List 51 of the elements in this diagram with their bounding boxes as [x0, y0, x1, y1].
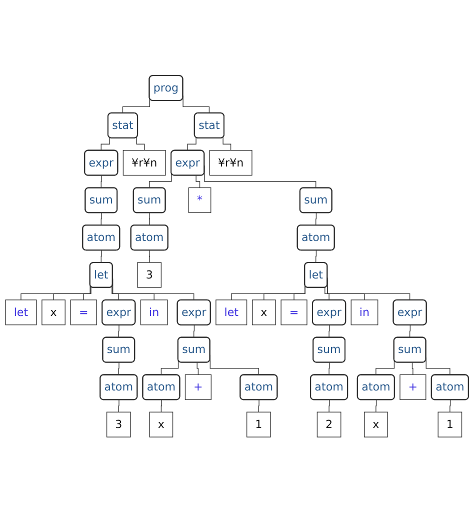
node-box: 3: [106, 411, 131, 438]
connector: [149, 212, 150, 226]
node-box: x: [252, 299, 276, 325]
node-box: ¥r¥n: [209, 150, 252, 176]
node-box: x: [364, 411, 388, 438]
node-box: =: [280, 299, 308, 325]
node-box: in: [350, 299, 378, 325]
node-box: ¥r¥n: [122, 150, 166, 176]
connector: [316, 212, 317, 226]
connector: [450, 399, 451, 412]
node-box: =: [70, 299, 97, 325]
node-box: 2: [316, 411, 342, 438]
connector: [100, 250, 102, 263]
node-box: let: [216, 299, 248, 325]
connector: [100, 212, 102, 226]
connector: [187, 136, 196, 151]
connector: [324, 287, 330, 300]
connector: [328, 399, 330, 412]
connector: [118, 324, 120, 338]
connector: [294, 284, 306, 300]
node-box: 1: [246, 411, 271, 438]
node-box: x: [149, 411, 174, 438]
connector: [100, 174, 102, 188]
node-box: x: [42, 299, 66, 325]
connector: [136, 136, 145, 150]
connector: [194, 324, 195, 338]
connector: [328, 324, 330, 338]
node-box: *: [188, 187, 212, 213]
node-box: +: [184, 374, 212, 400]
connector: [112, 286, 120, 300]
connector: [316, 250, 317, 263]
connector: [160, 399, 162, 412]
connector: [412, 362, 414, 375]
node-box: 1: [438, 411, 462, 438]
connector: [328, 362, 330, 376]
connector: [409, 324, 411, 338]
connector: [196, 174, 200, 188]
connector: [196, 362, 199, 375]
node-box: 3: [137, 262, 162, 288]
connector: [160, 358, 179, 376]
connector: [149, 250, 150, 263]
connector: [100, 136, 110, 151]
node-box: +: [400, 374, 426, 400]
connector: [222, 136, 232, 150]
connector: [118, 399, 120, 412]
connector: [258, 399, 260, 412]
connector: [83, 286, 92, 300]
connector: [376, 399, 377, 412]
node-box: in: [140, 299, 168, 325]
connector: [118, 362, 120, 376]
node-box: let: [5, 299, 37, 325]
